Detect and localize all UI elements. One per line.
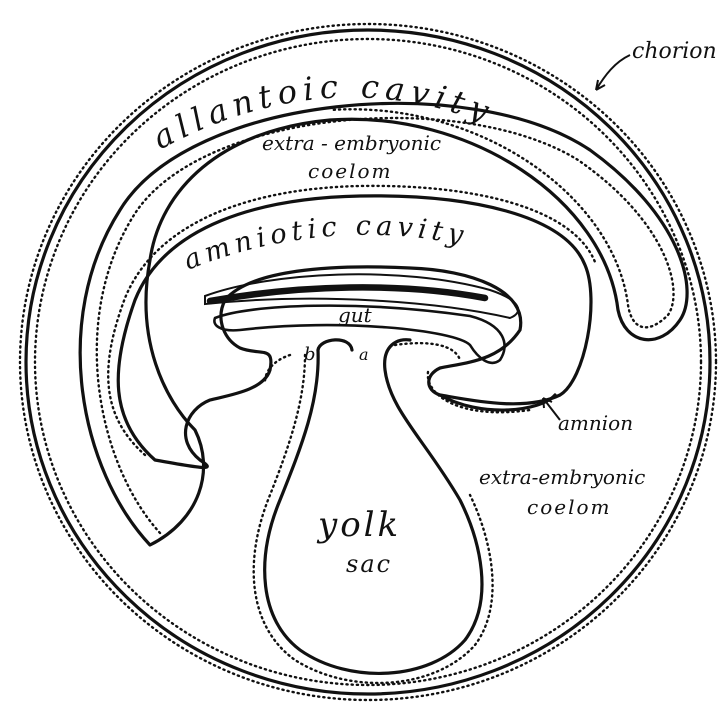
a-label: a (359, 345, 369, 364)
extra-embryonic-coelom-lower-line2: coelom (527, 495, 611, 519)
extra-embryonic-coelom-upper-line1: extra - embryonic (262, 131, 441, 155)
gut-label: gut (338, 303, 373, 327)
sac-label: sac (346, 550, 392, 578)
amnion-pointer (543, 398, 560, 420)
extra-embryonic-coelom-upper-line2: coelom (308, 159, 392, 183)
amnion-label: amnion (558, 411, 633, 435)
b-label: b (304, 344, 316, 365)
chorion-label: chorion (632, 39, 717, 64)
amnion-lobe-right (428, 372, 555, 412)
extra-embryonic-coelom-lower-line1: extra-embryonic (479, 465, 645, 489)
yolk-label: yolk (316, 505, 401, 545)
chorion-pointer (596, 55, 630, 90)
